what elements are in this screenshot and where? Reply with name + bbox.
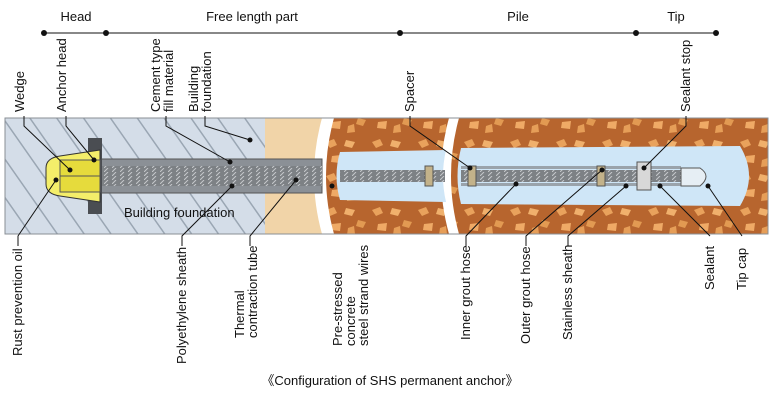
bottom-labels: Rust prevention oil Polyethylene sheath …	[10, 167, 749, 364]
sealant-stop-body	[636, 161, 652, 191]
rust-prevention-oil-label: Rust prevention oil	[10, 248, 25, 356]
strand-bundle-pile	[461, 170, 681, 182]
spacer-pile	[467, 165, 477, 187]
spacer-right	[596, 165, 606, 187]
stainless-sheath-label: Stainless sheath	[560, 245, 575, 340]
inner-grout-hose-label: Inner grout hose	[458, 245, 473, 340]
sealant-label: Sealant	[702, 246, 717, 290]
tendon	[99, 158, 707, 194]
break-line-right	[441, 118, 459, 234]
anchor-head-assembly	[45, 138, 102, 214]
spacer-label: Spacer	[402, 70, 417, 112]
thermal-tube-label-1: Thermal	[232, 290, 247, 338]
polyethylene-sheath-label: Polyethylene sheath	[174, 247, 189, 364]
section-dimension-line	[41, 30, 719, 36]
building-foundation-label-1: Building	[186, 66, 201, 112]
tip-cap-label: Tip cap	[734, 248, 749, 290]
wedge-label: Wedge	[12, 71, 27, 112]
tip-cap-body	[680, 167, 707, 187]
building-foundation-label-2: foundation	[199, 51, 214, 112]
thermal-tube-label-2: contraction tube	[245, 245, 260, 338]
section-pile-label: Pile	[507, 9, 529, 24]
spacer-left	[424, 165, 434, 187]
cement-fill-label-1: Cement type	[148, 38, 163, 112]
pc-strand-label-2: concrete	[343, 296, 358, 346]
cement-fill-label-2: fill material	[161, 50, 176, 112]
figure-caption: 《Configuration of SHS permanent anchor》	[261, 373, 518, 388]
top-labels: Wedge Anchor head Cement type fill mater…	[12, 38, 693, 173]
pc-strand-label-1: Pre-stressed	[330, 272, 345, 346]
outer-grout-hose-label: Outer grout hose	[518, 246, 533, 344]
section-free-length-label: Free length part	[206, 9, 298, 24]
sealant-stop-label: Sealant stop	[678, 40, 693, 112]
section-head-label: Head	[60, 9, 91, 24]
pc-strand-label-3: steel strand wires	[356, 244, 371, 346]
anchor-head-label: Anchor head	[54, 38, 69, 112]
section-tip-label: Tip	[667, 9, 685, 24]
break-line-left	[314, 118, 334, 234]
strand-bundle-mid	[340, 170, 445, 182]
strand-bundle-free	[100, 166, 322, 186]
building-foundation-inner-label: Building foundation	[124, 205, 235, 220]
